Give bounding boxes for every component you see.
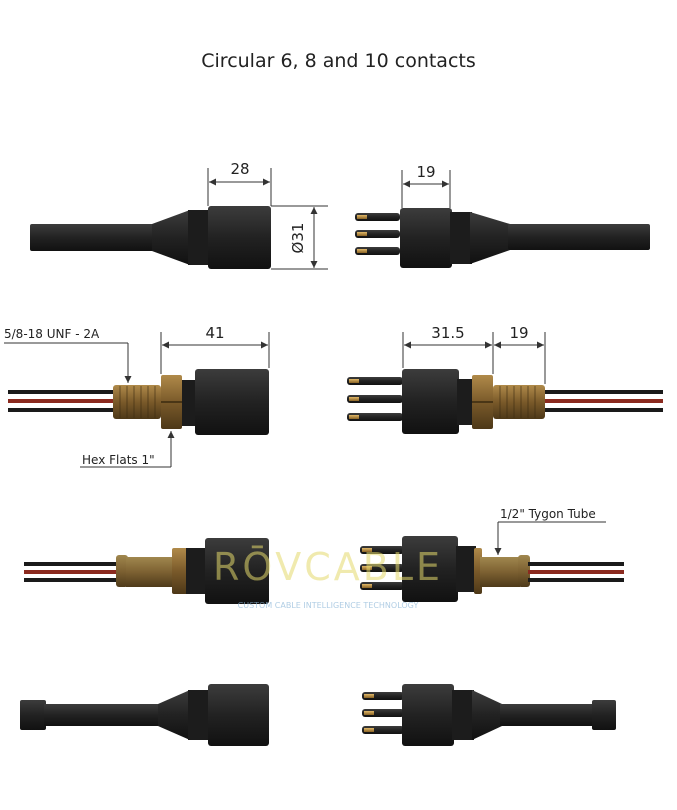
strain-relief-boot: [152, 210, 190, 265]
row1-female-connector: [30, 206, 271, 269]
callout-thread: [4, 342, 132, 383]
cable-jacket: [500, 704, 596, 726]
dim-31-5-label: 31.5: [431, 324, 464, 342]
dim-19-mid: [494, 332, 546, 384]
callout-hex: [80, 431, 175, 468]
end-cap: [20, 700, 46, 730]
tube-callout-label: 1/2" Tygon Tube: [500, 507, 596, 521]
watermark-tagline: CUSTOM CABLE INTELLIGENCE TECHNOLOGY: [238, 601, 419, 610]
dim-41-label: 41: [205, 324, 224, 342]
cable-jacket: [44, 704, 160, 726]
strain-relief-boot: [470, 212, 510, 264]
dim-19-mid-label: 19: [509, 324, 528, 342]
hex-callout-label: Hex Flats 1": [82, 453, 155, 467]
row3-female-tube: [24, 538, 269, 604]
dim-19-top: [401, 170, 451, 208]
dim-28-label: 28: [230, 160, 249, 178]
row2-female-bulkhead: [8, 369, 269, 435]
dim-diameter-31: [271, 205, 328, 270]
connector-body: [402, 684, 454, 746]
row3-male-tube: [360, 536, 624, 602]
cable-jacket: [508, 224, 650, 250]
threaded-stem: [493, 385, 545, 419]
connector-body: [205, 538, 269, 604]
thread-callout-label: 5/8-18 UNF - 2A: [4, 327, 100, 341]
row4-female-molded: [20, 684, 269, 746]
row1-male-connector: [355, 208, 650, 268]
cable-jacket: [30, 224, 154, 251]
row4-male-molded: [362, 684, 616, 746]
end-cap: [592, 700, 616, 730]
threaded-stem: [113, 385, 161, 419]
connector-body: [402, 536, 458, 602]
tygon-tube: [480, 557, 520, 587]
connector-body: [402, 369, 459, 434]
boot-collar: [188, 210, 210, 265]
connector-body: [195, 369, 269, 435]
callout-tube: [494, 521, 606, 555]
watermark-brand: RŌVCABLE: [213, 545, 443, 589]
connector-body: [208, 206, 271, 269]
dim-28: [207, 168, 272, 206]
connector-body: [208, 684, 269, 746]
boot-collar: [450, 212, 472, 264]
page-title: Circular 6, 8 and 10 contacts: [201, 50, 476, 72]
dim-41: [160, 332, 270, 374]
dim-31-label: Ø31: [289, 223, 307, 254]
tygon-tube: [126, 557, 174, 587]
dim-19-top-label: 19: [416, 163, 435, 181]
dim-31-5: [402, 332, 494, 374]
row2-male-bulkhead: [347, 369, 663, 434]
connector-body: [400, 208, 452, 268]
